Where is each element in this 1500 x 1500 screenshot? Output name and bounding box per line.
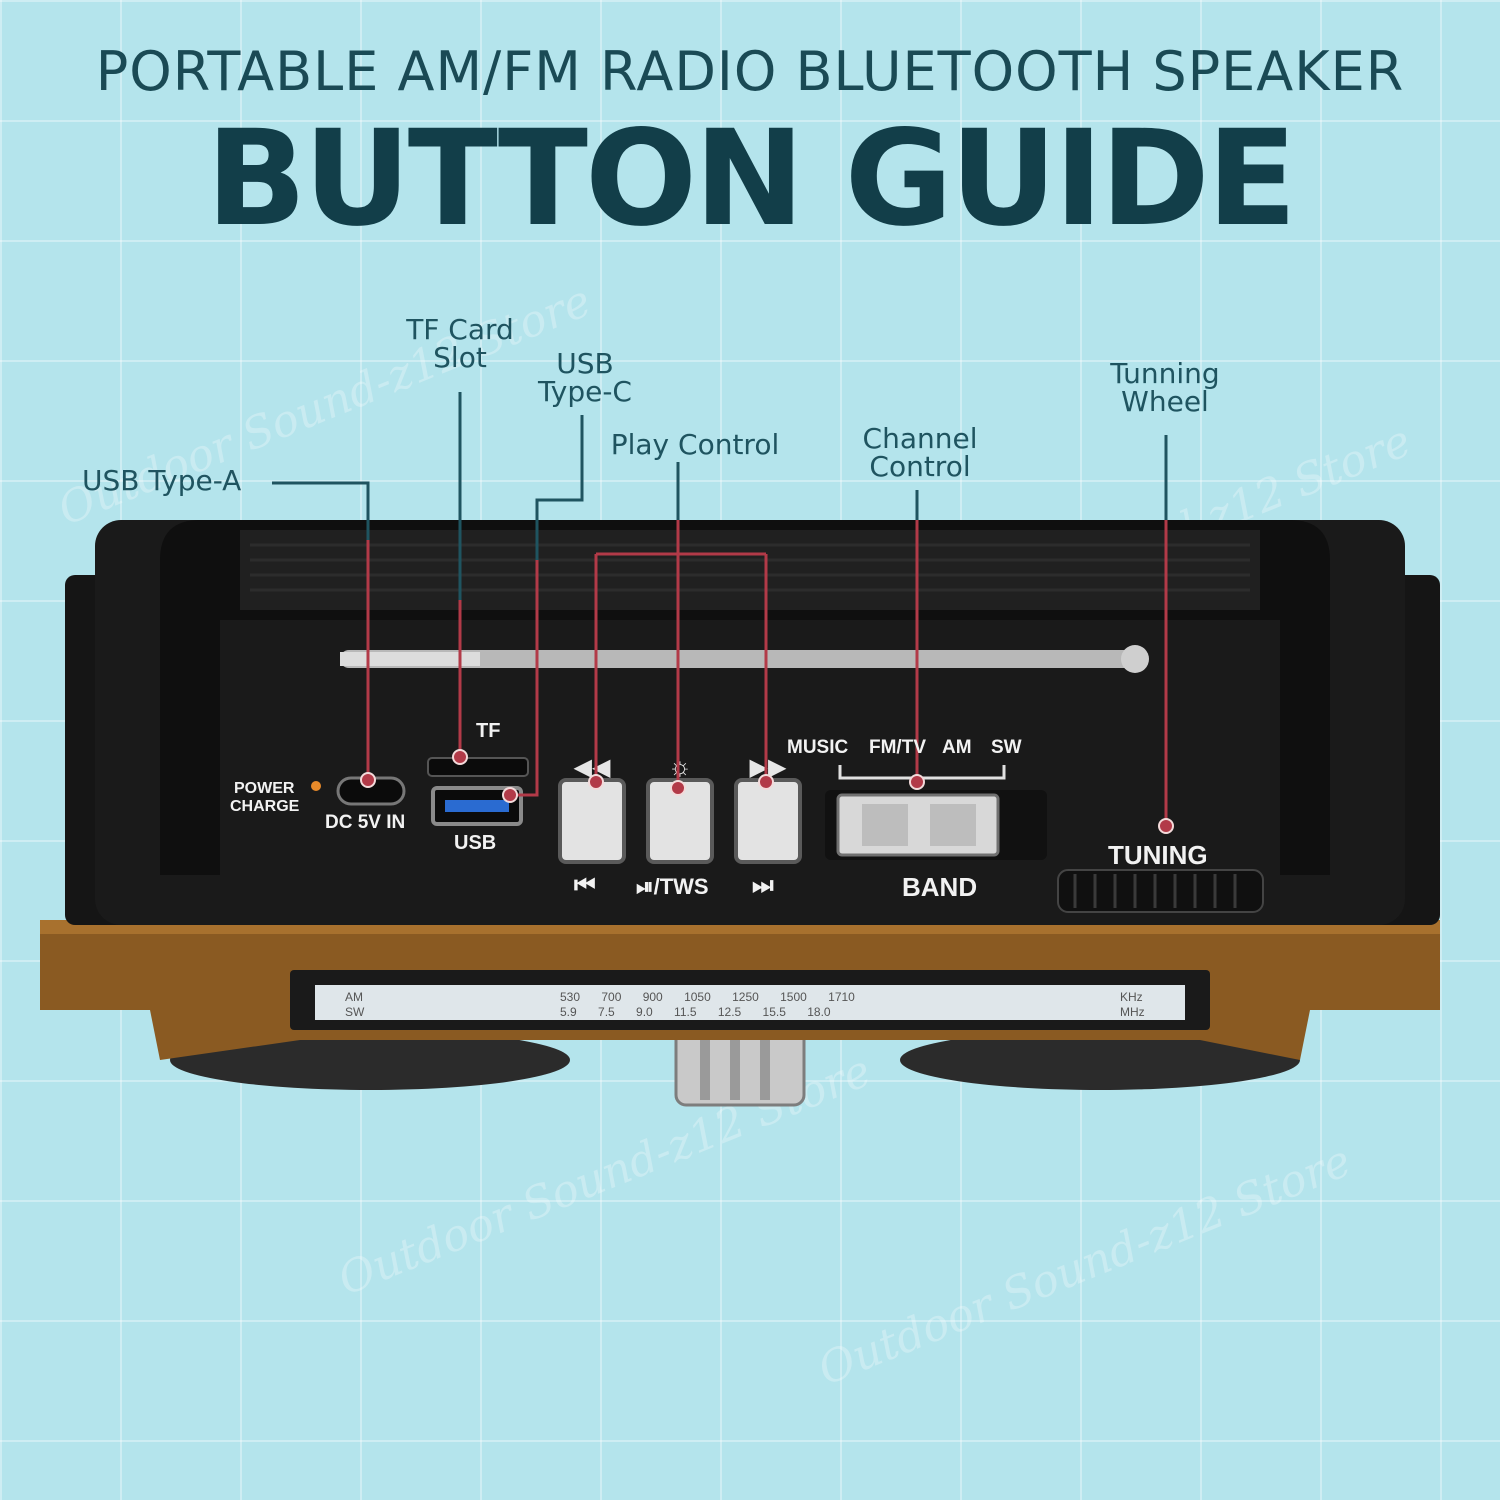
marker-tf [452, 749, 468, 765]
light-symbol: ☼ [668, 751, 692, 781]
band-sw-label: SW [991, 737, 1022, 758]
tuning-wheel [1057, 869, 1264, 913]
marker-play [670, 780, 686, 796]
callout-tf-card-slot: TF Card Slot [380, 316, 540, 372]
play-tws-label: ⏯/TWS [636, 874, 709, 899]
page-title: BUTTON GUIDE [206, 102, 1297, 256]
band-am-label: AM [942, 737, 972, 758]
top-panel [95, 520, 1405, 925]
tuning-label: TUNING [1108, 840, 1208, 870]
callout-channel-line2: Control [869, 450, 971, 483]
marker-prev [588, 774, 604, 790]
marker-usb-a [360, 772, 376, 788]
dial-sw-label: SW [345, 1005, 365, 1019]
callout-usbc-line2: Type-C [538, 375, 632, 408]
band-label: BAND [902, 872, 978, 902]
dial-am-unit: KHz [1120, 990, 1143, 1004]
prev-label: ⏮ [574, 872, 596, 899]
dial-sw-unit: MHz [1120, 1005, 1145, 1019]
prev-button [558, 778, 626, 864]
charge-label: CHARGE [230, 798, 300, 815]
marker-next [758, 774, 774, 790]
right-speaker [900, 1030, 1300, 1090]
left-speaker [170, 1030, 570, 1090]
callout-channel-line1: Channel [862, 422, 978, 455]
callout-tuning-wheel: Tunning Wheel [1090, 360, 1240, 416]
callout-usb-type-a: USB Type-A [82, 464, 242, 497]
dc-in-label: DC 5V IN [325, 812, 406, 833]
next-label: ⏭ [752, 872, 774, 899]
subtitle: PORTABLE AM/FM RADIO BLUETOOTH SPEAKER [95, 40, 1405, 103]
callout-usbc-line1: USB [556, 347, 614, 380]
play-button [646, 778, 714, 864]
tf-slot [427, 757, 529, 777]
band-fmtv-label: FM/TV [869, 737, 926, 758]
marker-usb-c [502, 787, 518, 803]
dial-sw-values: 5.9 7.5 9.0 11.5 12.5 15.5 18.0 [560, 1005, 831, 1019]
callout-play-control: Play Control [610, 428, 780, 461]
usb-label: USB [454, 832, 497, 854]
callout-tf-line2: Slot [433, 341, 487, 374]
callout-channel-control: Channel Control [840, 425, 1000, 481]
marker-band [909, 774, 925, 790]
marker-tuning [1158, 818, 1174, 834]
callout-tuning-line1: Tunning [1110, 357, 1220, 390]
dial-am-values: 530 700 900 1050 1250 1500 1710 [560, 990, 855, 1004]
callout-tuning-line2: Wheel [1121, 385, 1209, 418]
callout-usb-type-c: USB Type-C [515, 350, 655, 406]
band-music-label: MUSIC [787, 737, 849, 758]
tf-label: TF [476, 720, 501, 742]
antenna [340, 650, 1140, 668]
callout-tf-line1: TF Card [406, 313, 514, 346]
dial-am-label: AM [345, 990, 363, 1004]
power-label: POWER [234, 780, 295, 797]
next-button [734, 778, 802, 864]
power-led [311, 781, 321, 791]
